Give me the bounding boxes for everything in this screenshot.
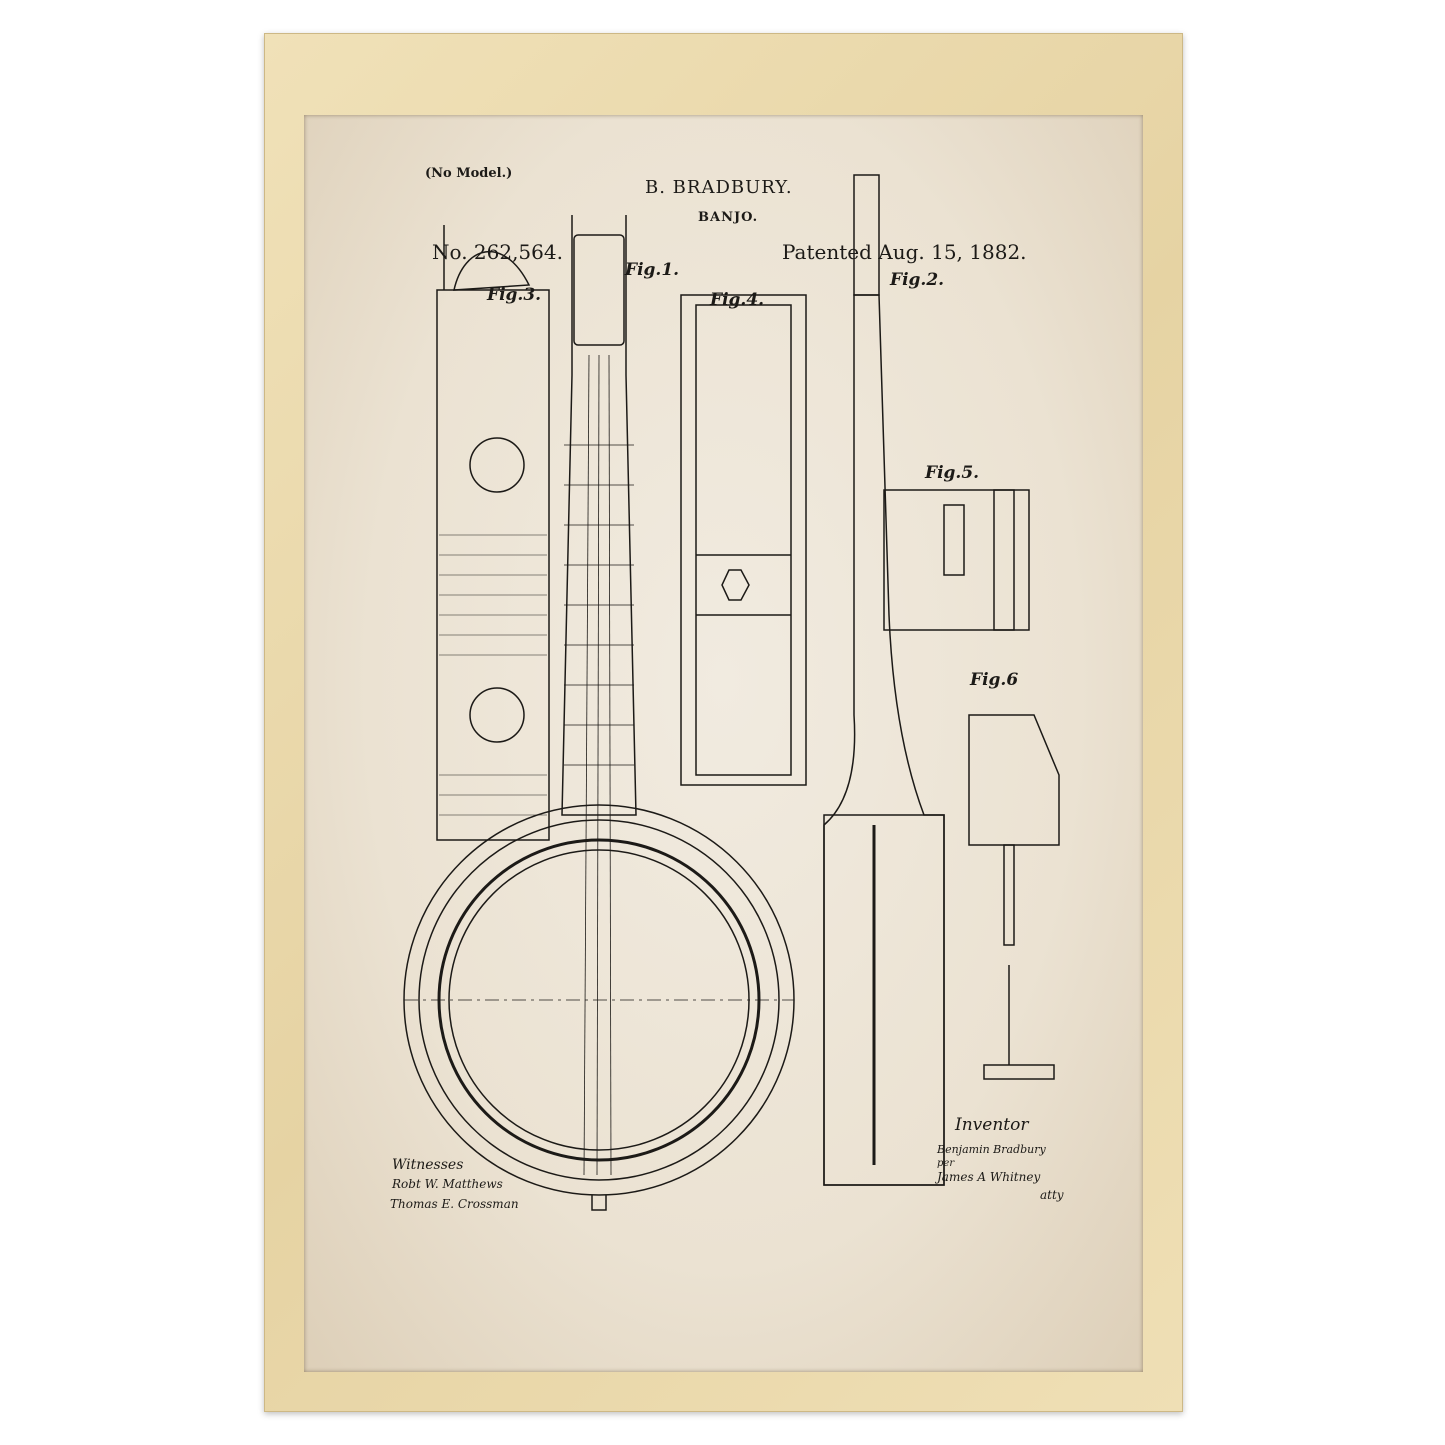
- patent-paper: [304, 115, 1143, 1372]
- inventor-label: Inventor: [955, 1115, 1029, 1135]
- fig4-drawing: [680, 294, 807, 786]
- attorney-signature: James A Whitney: [937, 1170, 1041, 1184]
- patent-number: No. 262,564.: [432, 240, 563, 264]
- fig2-drawing: [823, 174, 945, 1186]
- no-model-note: (No Model.): [425, 166, 513, 181]
- per-label: per: [937, 1158, 955, 1169]
- witness-1-signature: Robt W. Matthews: [392, 1177, 503, 1191]
- fig5-drawing: [883, 489, 1030, 631]
- fig-5-label: Fig.5.: [925, 463, 980, 483]
- inventor-signature: Benjamin Bradbury: [937, 1143, 1046, 1156]
- fig-4-label: Fig.4.: [710, 290, 765, 310]
- witnesses-label: Witnesses: [392, 1157, 464, 1173]
- fig-1-label: Fig.1.: [625, 260, 680, 280]
- fig3-drawing: [436, 225, 550, 841]
- attorney-abbrev: atty: [1040, 1188, 1064, 1202]
- witness-2-signature: Thomas E. Crossman: [390, 1197, 519, 1211]
- fig1-drawing: [403, 215, 795, 1211]
- fig-6-label: Fig.6: [970, 670, 1019, 690]
- fig6-drawing: [968, 714, 1060, 1080]
- patent-title: BANJO.: [698, 210, 759, 225]
- fig-2-label: Fig.2.: [890, 270, 945, 290]
- fig-3-label: Fig.3.: [487, 285, 542, 305]
- patent-date: Patented Aug. 15, 1882.: [782, 240, 1027, 264]
- inventor-heading: B. BRADBURY.: [645, 177, 793, 198]
- banjo-patent-drawing: [403, 174, 1060, 1211]
